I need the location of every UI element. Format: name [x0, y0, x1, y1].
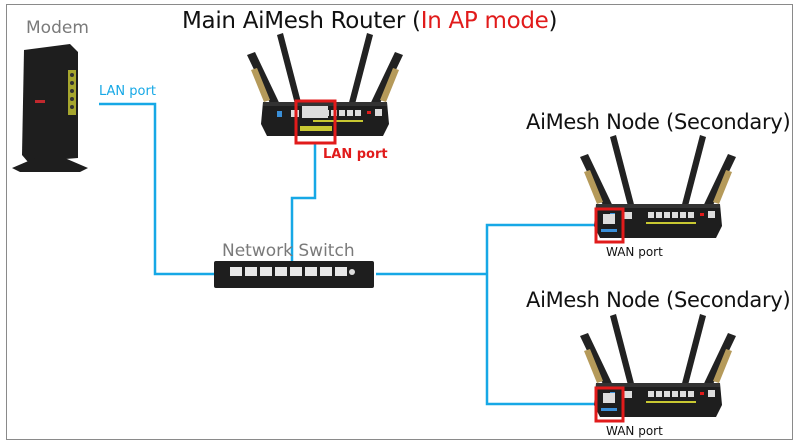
main-router-title-text: Main AiMesh Router ( — [182, 8, 421, 34]
modem-label: Modem — [26, 18, 89, 38]
network-switch-device — [214, 261, 374, 288]
node1-wan-highlight — [594, 207, 625, 244]
network-switch-label: Network Switch — [222, 241, 355, 261]
main-router-port-strip — [300, 126, 332, 131]
modem-lan-port-label: LAN port — [99, 84, 156, 99]
main-router-device — [247, 33, 403, 136]
node2-wan-port-label: WAN port — [606, 424, 663, 438]
modem-device — [12, 44, 88, 172]
cable-modem-switch — [99, 102, 215, 276]
ap-mode-highlight: In AP mode — [420, 8, 549, 34]
node1-wan-port — [603, 214, 615, 224]
main-router-lan-port — [302, 106, 328, 118]
main-router-lan-highlight — [294, 99, 337, 145]
main-router-title-close: ) — [548, 8, 558, 34]
aimesh-node-2-title: AiMesh Node (Secondary) — [526, 288, 791, 312]
node1-wan-port-label: WAN port — [606, 245, 663, 259]
main-router-title: Main AiMesh Router (In AP mode) — [182, 8, 558, 34]
node2-wan-indicator — [601, 408, 617, 411]
cable-switch-nodes — [376, 223, 600, 406]
aimesh-node-1-title: AiMesh Node (Secondary) — [526, 110, 791, 134]
cable-router-switch — [290, 143, 317, 265]
router-lan-port-label: LAN port — [323, 147, 388, 162]
node2-wan-highlight — [594, 386, 625, 423]
node2-wan-port — [603, 393, 615, 403]
node1-wan-indicator — [601, 229, 617, 232]
